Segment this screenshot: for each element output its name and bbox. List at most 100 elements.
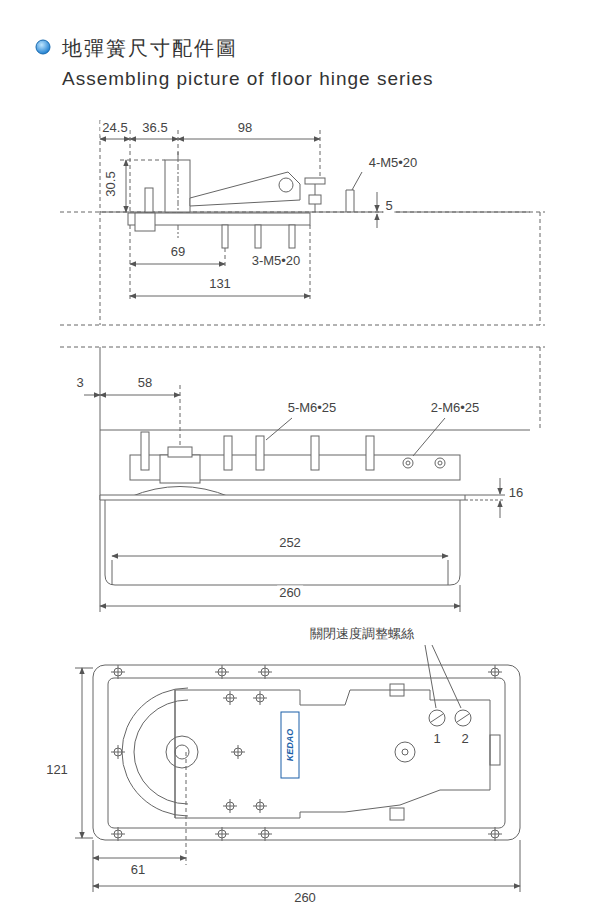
- screw-spec: 3-M5•20: [250, 254, 303, 269]
- drawing-stroke: [60, 325, 545, 326]
- side-view: [60, 120, 545, 325]
- drawing-stroke: [112, 560, 113, 585]
- drawing-stroke: [255, 225, 261, 248]
- dimension: 98: [236, 121, 254, 136]
- drawing-stroke: [100, 495, 465, 500]
- screw-holes: [111, 665, 502, 841]
- drawing-stroke: [540, 212, 541, 325]
- drawing-stroke: [178, 139, 320, 140]
- drawing-stroke: [495, 827, 496, 841]
- dimension: 36.5: [140, 121, 169, 136]
- drawing-stroke: [266, 418, 292, 440]
- callout-note: 關閉速度調整螺絲: [308, 627, 416, 642]
- drawing-stroke: [256, 436, 264, 470]
- drawing-stroke: [100, 606, 460, 607]
- drawing-stroke: [122, 688, 188, 816]
- screw-spec: 5-M6•25: [286, 401, 339, 416]
- drawing-stroke: [82, 668, 83, 838]
- front-view: [60, 347, 545, 612]
- callout-number: 2: [459, 732, 470, 747]
- drawing-stroke: [75, 838, 93, 839]
- drawing-stroke: [429, 710, 445, 726]
- drawing-stroke: [520, 840, 521, 892]
- drawing-stroke: [168, 447, 192, 457]
- drawing-stroke: [175, 690, 490, 818]
- drawing-stroke: [120, 160, 165, 161]
- drawing-stroke: [60, 347, 545, 348]
- drawing-stroke: [448, 560, 449, 585]
- drawing-stroke: [413, 418, 445, 456]
- drawing-stroke: [222, 225, 228, 248]
- drawing-stroke: [222, 827, 223, 841]
- drawing-stroke: [130, 130, 131, 212]
- drawing-stroke: [395, 742, 415, 762]
- drawing-stroke: [166, 736, 198, 768]
- drawing-stroke: [175, 690, 176, 818]
- drawing-stroke: [265, 665, 266, 679]
- drawing-stroke: [460, 585, 461, 612]
- drawing-stroke: [352, 172, 362, 190]
- drawing-stroke: [118, 745, 119, 759]
- drawing-stroke: [390, 684, 404, 696]
- dimension: 131: [207, 277, 233, 292]
- drawing-stroke: [402, 749, 408, 755]
- drawing-stroke: [160, 455, 200, 483]
- drawing-stroke: [84, 395, 100, 396]
- drawing-stroke: [457, 714, 469, 722]
- drawing-stroke: [490, 735, 500, 765]
- drawing-stroke: [93, 886, 520, 887]
- drawing-stroke: [260, 799, 261, 813]
- drawing-stroke: [500, 478, 501, 494]
- drawing-stroke: [377, 214, 378, 228]
- drawing-stroke: [406, 461, 410, 465]
- drawing-stroke: [190, 172, 300, 206]
- drawing-stroke: [93, 858, 186, 859]
- drawing-stroke: [130, 225, 131, 300]
- drawing-stroke: [281, 712, 299, 778]
- drawing-stroke: [130, 264, 225, 265]
- drawing-stroke: [100, 395, 180, 396]
- drawing-stroke: [465, 495, 505, 496]
- drawing-stroke: [135, 213, 155, 231]
- drawing-stroke: [225, 248, 226, 268]
- drawing-stroke: [540, 347, 541, 430]
- drawing-stroke: [390, 808, 404, 820]
- drawing-stroke: [112, 556, 448, 557]
- drawing-stroke: [500, 501, 501, 518]
- drawing-stroke: [230, 691, 231, 705]
- drawing-stroke: [93, 840, 94, 892]
- drawing-stroke: [100, 139, 130, 140]
- dimension: 16: [507, 486, 525, 501]
- drawing-stroke: [141, 432, 149, 470]
- drawing-stroke: [465, 500, 505, 501]
- screw-spec: 4-M5•20: [367, 156, 420, 171]
- drawing-stroke: [346, 190, 354, 212]
- drawing-stroke: [265, 827, 266, 841]
- drawing-stroke: [432, 645, 461, 708]
- drawing-stroke: [100, 347, 101, 612]
- dimension: 121: [44, 763, 70, 778]
- drawing-stroke: [279, 178, 293, 192]
- drawing-stroke: [260, 691, 261, 705]
- drawing-stroke: [105, 500, 460, 585]
- drawing-stroke: [425, 645, 436, 708]
- dimension: 30.5: [104, 169, 119, 198]
- drawing-stroke: [222, 665, 223, 679]
- drawing-stroke: [145, 188, 153, 212]
- dimension: 58: [136, 376, 154, 391]
- drawing-stroke: [175, 745, 189, 759]
- drawing-stroke: [238, 745, 239, 759]
- dimension: 5: [383, 199, 394, 214]
- title: 地彈簧尺寸配件圖: [62, 37, 238, 60]
- drawing-stroke: [495, 665, 496, 679]
- plan-view: [75, 645, 520, 892]
- drawing-stroke: [134, 700, 188, 804]
- screw-spec: 2-M6•25: [429, 401, 482, 416]
- dimension: 3: [74, 376, 85, 391]
- drawing-stroke: [118, 665, 119, 679]
- drawing-stroke: [126, 160, 127, 212]
- drawing-stroke: [438, 461, 442, 465]
- drawing-stroke: [75, 668, 93, 669]
- drawing-stroke: [305, 178, 325, 184]
